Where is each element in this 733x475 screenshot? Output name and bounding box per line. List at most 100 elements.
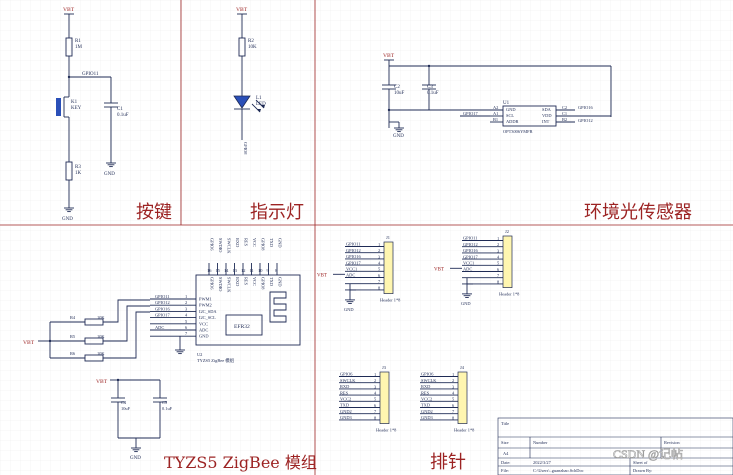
zigbee-left-pin-name: ADC bbox=[199, 328, 208, 333]
header-pin-net: VCC1 bbox=[346, 267, 357, 272]
zigbee-top-pin-name: SWCLK bbox=[227, 277, 232, 293]
header-ref: J2 bbox=[505, 229, 509, 234]
header-pin-num: 5 bbox=[497, 261, 500, 266]
header-pin-net: SWCLK bbox=[340, 378, 356, 383]
header-pin-num: 7 bbox=[374, 409, 377, 414]
zigbee-top-pin-net: VCC bbox=[252, 238, 257, 247]
zigbee-left-pin-num: 7 bbox=[185, 331, 188, 336]
header-pin-net: GND2 bbox=[340, 409, 352, 414]
zigbee-top-pin-name: GPIO6 bbox=[210, 277, 215, 290]
header-pin-num: 1 bbox=[378, 242, 380, 247]
zigbee-left-pin-net: ADC bbox=[155, 325, 164, 330]
zigbee-left-pin-num: 1 bbox=[185, 294, 187, 299]
header-j4: J41GPIO62SWCLK3RXD4RES5VCC26TXD7GND28GND… bbox=[420, 365, 475, 433]
zigbee-left-pin-net: GPIO11 bbox=[155, 294, 169, 299]
section-title-zigbee: TYZS5 ZigBee 模组 bbox=[164, 453, 317, 472]
zigbee-left-pin-name: I2C_SCL bbox=[199, 315, 216, 320]
zigbee-top-pin-num: 12 bbox=[241, 268, 245, 273]
zigbee-top-pin-name: SWDIO bbox=[218, 277, 223, 291]
header-pin-num: 2 bbox=[497, 242, 499, 247]
sensor-scl-net: GPIO17 bbox=[463, 111, 478, 116]
zigbee-top-pin-num: 9 bbox=[267, 268, 270, 273]
section-title-led: 指示灯 bbox=[250, 202, 304, 223]
key-gnd-label: GND bbox=[62, 217, 73, 222]
svg-text:10K: 10K bbox=[97, 315, 105, 320]
cap-gnd-label: GND bbox=[130, 456, 141, 461]
header-pin-num: 6 bbox=[374, 403, 377, 408]
zigbee-u2-body bbox=[195, 274, 301, 346]
c1-ref: C1 bbox=[117, 107, 123, 112]
zigbee-top-pin-num: 13 bbox=[233, 268, 238, 273]
r1-value: 1M bbox=[75, 45, 83, 50]
antenna-trace bbox=[269, 291, 287, 323]
header-pin-net: GPIO6 bbox=[421, 372, 434, 377]
header-pin-net: GND2 bbox=[421, 409, 433, 414]
tb-title-label: Title bbox=[501, 421, 509, 426]
header-pin-num: 2 bbox=[374, 378, 376, 383]
l1-ref: L1 bbox=[256, 96, 262, 101]
header-part: Header 1*8 bbox=[376, 428, 397, 433]
c5-ref: C5 bbox=[162, 400, 168, 405]
header-pin-num: 8 bbox=[497, 279, 500, 284]
zigbee-top-pin-net: SWCLK bbox=[227, 238, 232, 254]
svg-text:10K: 10K bbox=[97, 351, 105, 356]
u2-ref: U2 bbox=[197, 352, 202, 357]
r3-value: 1K bbox=[75, 171, 82, 176]
svg-text:SCL: SCL bbox=[506, 113, 514, 118]
header-pin-net: GPIO16 bbox=[463, 248, 478, 253]
section-title-light: 环境光传感器 bbox=[584, 202, 692, 223]
header-part: Header 1*8 bbox=[499, 292, 520, 297]
header-pin-num: 2 bbox=[378, 248, 380, 253]
tb-date-value: 2022/3/27 bbox=[533, 460, 552, 465]
svg-text:C1: C1 bbox=[562, 111, 567, 116]
watermark-text: CSDN @记帖 bbox=[613, 446, 683, 461]
tb-drawn-label: Drawn By: bbox=[633, 468, 652, 473]
header-pin-num: 6 bbox=[378, 273, 381, 278]
header-ref: J4 bbox=[460, 365, 465, 370]
zigbee-top-pin-name: RXD bbox=[235, 277, 240, 286]
zigbee-left-pin-name: GND bbox=[199, 334, 209, 339]
c1-gnd-label: GND bbox=[104, 172, 115, 177]
header-ref: J3 bbox=[382, 365, 387, 370]
zigbee-top-pin-name: TXD bbox=[269, 277, 274, 286]
header-pin-num: 4 bbox=[378, 261, 381, 266]
svg-text:INT: INT bbox=[542, 119, 550, 124]
zigbee-left-pin-net: GPIO12 bbox=[155, 300, 170, 305]
svg-text:ADDR: ADDR bbox=[506, 119, 519, 124]
c3-value: 0.1uF bbox=[427, 91, 439, 96]
header-pin-num: 5 bbox=[378, 267, 381, 272]
svg-text:R6: R6 bbox=[70, 351, 76, 356]
c4-value: 10uF bbox=[121, 406, 131, 411]
header-pin-net: VCC1 bbox=[463, 261, 474, 266]
tb-revision-label: Revision bbox=[664, 440, 680, 445]
header-pin-num: 1 bbox=[374, 372, 376, 377]
header-pin-net: SWCLK bbox=[421, 378, 437, 383]
zigbee-top-pin-num: 11 bbox=[250, 268, 254, 273]
header-gnd-label: GND bbox=[344, 307, 354, 312]
svg-text:SDA: SDA bbox=[542, 107, 552, 112]
tb-file-label: File: bbox=[501, 468, 509, 473]
zigbee-top-pin-name: GPIO8 bbox=[261, 277, 266, 290]
header-section: J11GPIO112GPIO123GPIO164GPIO175VCC16ADC7… bbox=[317, 229, 520, 473]
tb-sheet-label: Sheet of bbox=[633, 460, 648, 465]
zigbee-left-pin-name: VCC bbox=[199, 321, 208, 326]
key-k1-body bbox=[56, 98, 61, 116]
csdn-watermark: CSDN @记帖 bbox=[613, 446, 684, 462]
zigbee-left-pin-net: GPIO16 bbox=[155, 306, 170, 311]
tb-number-label: Number bbox=[533, 440, 548, 445]
u1-part: OPT3006YMFR bbox=[503, 129, 533, 134]
svg-text:R4: R4 bbox=[70, 315, 76, 320]
header-pin-net: GND3 bbox=[421, 415, 434, 420]
header-pin-net: RES bbox=[340, 390, 349, 395]
r1-ref: R1 bbox=[75, 39, 81, 44]
c2-value: 10uF bbox=[394, 91, 405, 96]
header-vbt-label: VBT bbox=[317, 273, 327, 278]
r2-value: 10K bbox=[248, 45, 257, 50]
led-vbt-label: VBT bbox=[236, 7, 248, 13]
header-pin-net: GPIO16 bbox=[346, 254, 361, 259]
r3-ref: R3 bbox=[75, 165, 81, 170]
zigbee-top-pin-name: RES bbox=[244, 277, 249, 286]
zigbee-top-pin-num: 14 bbox=[224, 268, 229, 273]
svg-text:A1: A1 bbox=[493, 111, 498, 116]
